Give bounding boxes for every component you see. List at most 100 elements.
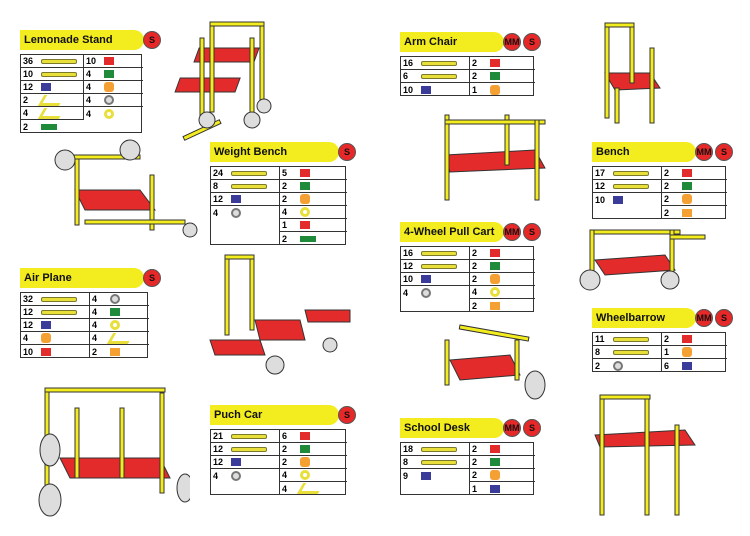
seat-panel-icon xyxy=(300,457,310,467)
part-quantity: 2 xyxy=(472,444,478,454)
orange-connector-icon xyxy=(682,208,692,217)
pipe-icon xyxy=(613,183,649,189)
pipe-icon xyxy=(613,336,649,342)
part-quantity: 8 xyxy=(213,181,219,191)
part-row: 2 xyxy=(470,469,535,482)
seat-panel-icon xyxy=(104,82,114,92)
seat-panel-icon xyxy=(682,347,692,357)
part-row: 4 xyxy=(84,107,143,120)
part-quantity: 4 xyxy=(86,95,92,105)
blue-connector-icon xyxy=(682,361,692,370)
blue-connector-icon xyxy=(421,471,431,480)
red-connector-icon xyxy=(300,169,310,177)
part-row: 16 xyxy=(401,247,469,260)
part-row: 4 xyxy=(280,482,347,495)
part-quantity: 8 xyxy=(595,347,601,357)
part-row: 6 xyxy=(401,70,469,83)
part-row: 2 xyxy=(470,273,535,286)
part-quantity: 12 xyxy=(23,82,34,92)
size-badge: S xyxy=(715,309,733,327)
red-connector-icon xyxy=(682,169,692,177)
part-row: 6 xyxy=(662,359,727,372)
puch-car-illustration xyxy=(38,387,190,517)
wheel-icon xyxy=(104,95,114,105)
seat-panel-icon xyxy=(682,194,692,204)
wheelbarrow-illustration xyxy=(444,324,546,400)
part-row: 2 xyxy=(280,180,347,193)
part-quantity: 2 xyxy=(282,233,288,244)
parts-column-right: 2 1 6 xyxy=(661,333,727,372)
part-row: 8 xyxy=(211,180,279,193)
part-quantity: 4 xyxy=(23,333,29,343)
red-connector-icon xyxy=(490,249,500,257)
part-row: 10 xyxy=(401,273,469,286)
blue-connector-icon xyxy=(421,85,431,94)
part-quantity: 8 xyxy=(403,457,409,467)
part-row: 4 xyxy=(21,332,89,345)
part-row: 4 xyxy=(84,68,143,81)
part-row: 32 xyxy=(21,293,89,306)
part-quantity: 10 xyxy=(595,194,606,205)
ring-icon xyxy=(490,287,500,297)
red-connector-icon xyxy=(300,221,310,229)
size-badge: S xyxy=(338,406,356,424)
part-row: 2 xyxy=(280,443,347,456)
pipe-icon xyxy=(421,446,457,452)
part-row: 10 xyxy=(21,345,89,358)
part-quantity: 9 xyxy=(403,470,409,481)
part-quantity: 10 xyxy=(23,69,34,79)
project-title: Bench xyxy=(592,142,696,162)
part-row: 2 xyxy=(470,57,535,70)
part-row: 18 xyxy=(401,443,469,456)
part-quantity: 2 xyxy=(664,334,670,344)
wheel-icon xyxy=(231,207,241,218)
part-quantity: 1 xyxy=(664,347,670,357)
part-row: 12 xyxy=(401,260,469,273)
part-quantity: 4 xyxy=(86,82,92,92)
part-row: 4 xyxy=(90,319,149,332)
part-row: 2 xyxy=(662,333,727,346)
seat-panel-icon xyxy=(300,194,310,204)
part-row: 21 xyxy=(211,430,279,443)
part-row: 8 xyxy=(593,346,661,359)
project-title: 4-Wheel Pull Cart xyxy=(400,222,504,242)
part-row: 1 xyxy=(280,219,347,232)
part-row: 2 xyxy=(662,167,727,180)
pipe-icon xyxy=(421,459,457,465)
part-quantity: 4 xyxy=(213,470,219,481)
blue-connector-icon xyxy=(41,321,51,329)
size-badge: S xyxy=(715,143,733,161)
pipe-icon xyxy=(231,183,267,189)
project-title: Air Plane xyxy=(20,268,144,288)
blue-connector-icon xyxy=(41,83,51,91)
part-quantity: 4 xyxy=(92,320,98,330)
part-quantity: 2 xyxy=(595,360,601,371)
blue-connector-icon xyxy=(613,195,623,204)
pipe-icon xyxy=(421,250,457,256)
part-row: 9 xyxy=(401,469,469,482)
part-row: 2 xyxy=(21,94,83,107)
part-row: 4 xyxy=(90,306,149,319)
pipe-icon xyxy=(41,309,77,315)
part-quantity: 4 xyxy=(86,69,92,79)
part-quantity: 2 xyxy=(472,274,478,284)
part-row: 4 xyxy=(280,206,347,219)
blue-connector-icon xyxy=(490,484,500,493)
project-title: Arm Chair xyxy=(400,32,504,52)
part-quantity: 2 xyxy=(472,71,478,81)
part-quantity: 1 xyxy=(472,483,478,494)
part-quantity: 2 xyxy=(664,168,670,178)
part-row: 2 xyxy=(593,359,661,372)
size-badge: MM xyxy=(503,419,521,437)
red-connector-icon xyxy=(41,347,51,356)
wheel-icon xyxy=(231,470,241,481)
red-connector-icon xyxy=(490,59,500,67)
part-row: 12 xyxy=(211,443,279,456)
